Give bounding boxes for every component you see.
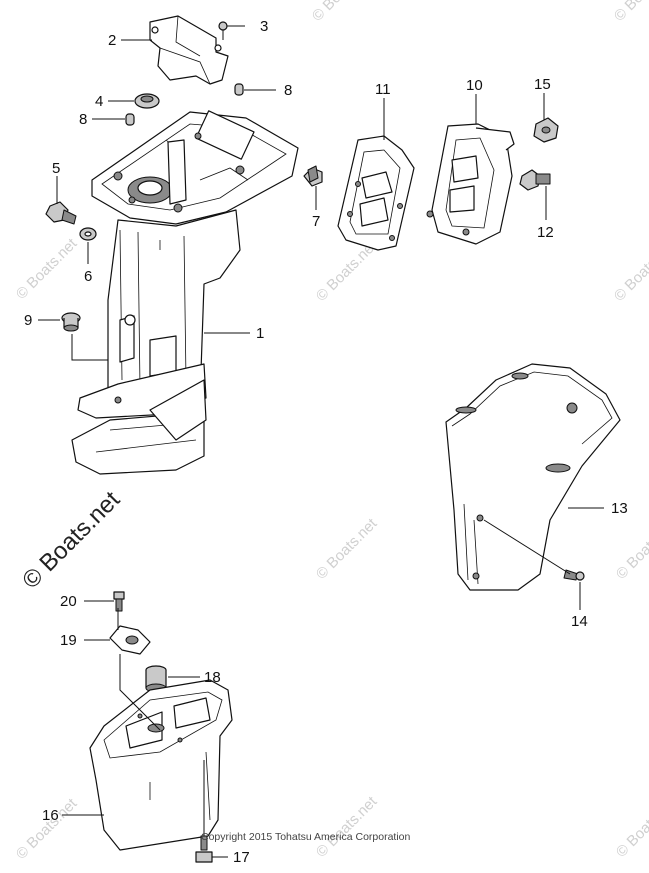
part-8-pin-upper [234, 83, 244, 96]
callout-2: 2 [108, 32, 116, 49]
callout-13: 13 [611, 500, 628, 517]
callout-11: 11 [375, 81, 391, 98]
watermark: © Boats.net [611, 237, 649, 305]
callout-16: 16 [42, 807, 59, 824]
callout-14: 14 [571, 613, 588, 630]
part-15-nut [533, 117, 559, 143]
callout-layer: 2 3 4 8 8 5 6 7 9 1 11 10 15 12 13 14 20… [24, 18, 628, 866]
part-20-bolt [113, 591, 125, 612]
watermark: © Boats.net [13, 235, 81, 303]
leader-lines [38, 25, 604, 858]
watermark: © Boats.net [313, 515, 381, 583]
watermark: © Boats.net [13, 795, 81, 863]
part-2-bracket [149, 15, 229, 85]
part-4-bushing [134, 93, 160, 109]
callout-12: 12 [537, 224, 554, 241]
callout-9: 9 [24, 312, 32, 329]
part-12-bolt [519, 169, 551, 191]
part-17-bolt [195, 835, 213, 863]
callout-17: 17 [233, 849, 250, 866]
watermark: © Boats.net [613, 793, 649, 861]
part-8-pin-lower [125, 113, 135, 126]
callout-20: 20 [60, 593, 77, 610]
part-5-bolt [45, 201, 77, 225]
part-3-screw [218, 21, 228, 40]
callout-8: 8 [284, 82, 292, 99]
watermark: © Boats.net [611, 0, 649, 25]
callout-18: 18 [204, 669, 221, 686]
part-13-lower-cover [445, 363, 621, 591]
callout-3: 3 [260, 18, 268, 35]
part-14-screw [563, 569, 585, 581]
callout-1: 1 [256, 325, 264, 342]
callout-5: 5 [52, 160, 60, 177]
part-16-lower-housing [89, 679, 233, 851]
callout-7: 7 [312, 213, 320, 230]
part-10-manifold [426, 123, 515, 245]
part-19-gasket [109, 625, 151, 655]
callout-8: 8 [79, 111, 87, 128]
callout-19: 19 [60, 632, 77, 649]
callout-15: 15 [534, 76, 551, 93]
copyright-text: Copyright 2015 Tohatsu America Corporati… [201, 831, 411, 843]
part-7-bolt [303, 165, 323, 187]
part-6-washer [79, 227, 97, 241]
part-1-drive-shaft-housing [71, 110, 299, 475]
callout-6: 6 [84, 268, 92, 285]
watermark: © Boats.net [613, 515, 649, 583]
callout-10: 10 [466, 77, 483, 94]
watermark: © Boats.net [0, 0, 39, 23]
part-9-plug [61, 312, 81, 332]
watermark: © Boats.net [309, 0, 377, 25]
callout-4: 4 [95, 93, 103, 110]
watermark-large: © Boats.net [17, 486, 125, 594]
part-11-gasket [337, 135, 415, 251]
watermark: © Boats.net [313, 793, 381, 861]
